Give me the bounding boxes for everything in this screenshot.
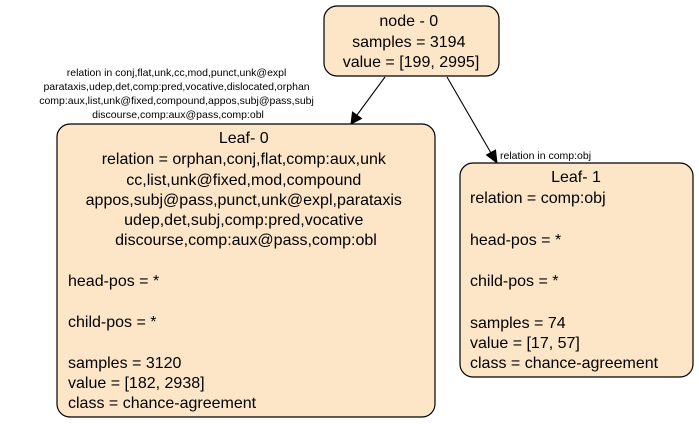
node-value: value = [17, 57] [470, 335, 580, 352]
node-relation-line: relation = orphan,conj,flat,comp:aux,unk [102, 151, 387, 168]
tree-node-leaf0-header: Leaf- 0 relation = orphan,conj,flat,comp… [86, 130, 407, 249]
node-class: class = chance-agreement [68, 395, 257, 412]
node-samples: samples = 74 [470, 315, 566, 332]
node-relation-line: cc,list,unk@fixed,mod,compound [126, 172, 361, 189]
edge-root-to-leaf1-line [446, 76, 492, 154]
node-class: class = chance-agreement [470, 355, 659, 372]
tree-node-leaf1-header: Leaf- 1 [551, 169, 601, 186]
edge-label-line: relation in comp:obj [500, 150, 591, 162]
tree-node-root-text: node - 0 samples = 3194 value = [199, 29… [343, 13, 480, 71]
edge-root-to-leaf0-label: relation in conj,flat,unk,cc,mod,punct,u… [39, 67, 317, 121]
node-relation-line: relation = comp:obj [470, 190, 606, 207]
node-head-pos: head-pos = * [470, 232, 561, 249]
node-relation-line: udep,det,subj,comp:pred,vocative [124, 212, 363, 229]
edge-root-to-leaf1-arrowhead [485, 149, 498, 165]
edge-label-line: relation in conj,flat,unk,cc,mod,punct,u… [67, 67, 287, 79]
node-value: value = [182, 2938] [68, 375, 205, 392]
edge-label-line: discourse,comp:aux@pass,comp:obl [92, 109, 264, 121]
node-value: value = [199, 2995] [343, 54, 480, 71]
edge-root-to-leaf1-label: relation in comp:obj [500, 150, 591, 162]
tree-node-root: node - 0 samples = 3194 value = [199, 29… [323, 5, 500, 77]
node-title: Leaf- 0 [219, 130, 269, 147]
tree-node-leaf0-details: head-pos = * child-pos = * samples = 312… [68, 273, 257, 412]
node-child-pos: child-pos = * [68, 314, 157, 331]
edge-root-to-leaf0: relation in conj,flat,unk,cc,mod,punct,u… [39, 67, 386, 125]
tree-node-leaf1: Leaf- 1 relation = comp:obj head-pos = *… [459, 162, 694, 378]
node-samples: samples = 3120 [68, 355, 182, 372]
node-title: Leaf- 1 [551, 169, 601, 186]
tree-node-leaf0-box [56, 123, 436, 418]
node-samples: samples = 3194 [352, 34, 466, 51]
edge-label-line: comp:aux,list,unk@fixed,compound,appos,s… [39, 95, 314, 107]
node-child-pos: child-pos = * [470, 273, 559, 290]
edge-label-line: parataxis,udep,det,comp:pred,vocative,di… [43, 81, 309, 93]
node-title: node - 0 [379, 13, 438, 30]
edge-root-to-leaf0-line [356, 76, 386, 116]
tree-node-leaf1-box [459, 162, 694, 378]
tree-node-leaf1-details: relation = comp:obj head-pos = * child-p… [470, 190, 659, 372]
tree-node-leaf0: Leaf- 0 relation = orphan,conj,flat,comp… [56, 123, 436, 418]
node-relation-line: discourse,comp:aux@pass,comp:obl [115, 232, 377, 249]
node-head-pos: head-pos = * [68, 273, 159, 290]
node-relation-line: appos,subj@pass,punct,unk@expl,parataxis [86, 192, 402, 209]
tree-node-root-box [323, 5, 500, 77]
edge-root-to-leaf1: relation in comp:obj [446, 76, 591, 165]
edge-root-to-leaf0-arrowhead [350, 111, 363, 125]
